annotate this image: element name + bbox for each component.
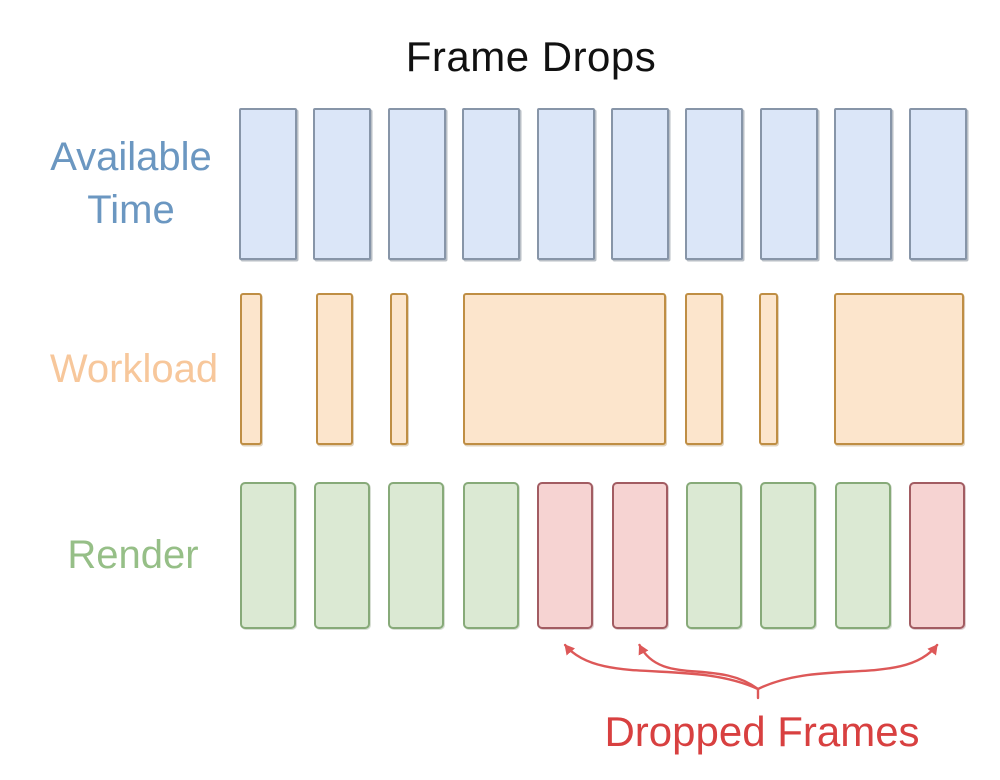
render-frame: [239, 482, 296, 629]
diagram-title: Frame Drops: [405, 33, 657, 80]
row-label-available-time: Available Time: [11, 131, 251, 237]
dropped-frame: [537, 482, 594, 629]
available-time-slot: [685, 108, 744, 260]
available-time-slot: [536, 108, 595, 260]
row-label-render: Render: [67, 533, 199, 577]
render-frame: [313, 482, 370, 629]
available-time-slot: [611, 108, 669, 260]
available-time-slot: [313, 108, 372, 260]
workload-bar: [240, 293, 262, 445]
available-time-slot: [834, 108, 893, 260]
available-time-slot: [908, 108, 967, 260]
workload-bar: [834, 293, 964, 445]
available-time-slot: [462, 108, 521, 260]
available-time-slot: [239, 108, 297, 260]
workload-bar: [390, 293, 408, 445]
dropped-frame-arrow: [756, 643, 939, 691]
dropped-frame-arrow: [638, 643, 760, 691]
render-frame: [462, 482, 519, 629]
render-frame: [388, 482, 445, 629]
render-frame: [760, 482, 817, 629]
dropped-frames-label: Dropped Frames: [604, 708, 920, 755]
dropped-frame-arrow: [563, 643, 760, 691]
row-label-workload: Workload: [49, 347, 219, 391]
available-time-slot: [387, 108, 446, 260]
available-label-line2: Time: [87, 188, 175, 232]
workload-bar: [759, 293, 778, 445]
render-frame: [834, 482, 891, 629]
workload-bar: [685, 293, 723, 445]
available-time-slot: [759, 108, 818, 260]
dropped-frame: [611, 482, 668, 629]
workload-bar: [316, 293, 353, 445]
available-label-line1: Available: [50, 135, 212, 179]
workload-bar: [463, 293, 666, 445]
render-frame: [685, 482, 742, 629]
dropped-frame: [909, 482, 966, 629]
